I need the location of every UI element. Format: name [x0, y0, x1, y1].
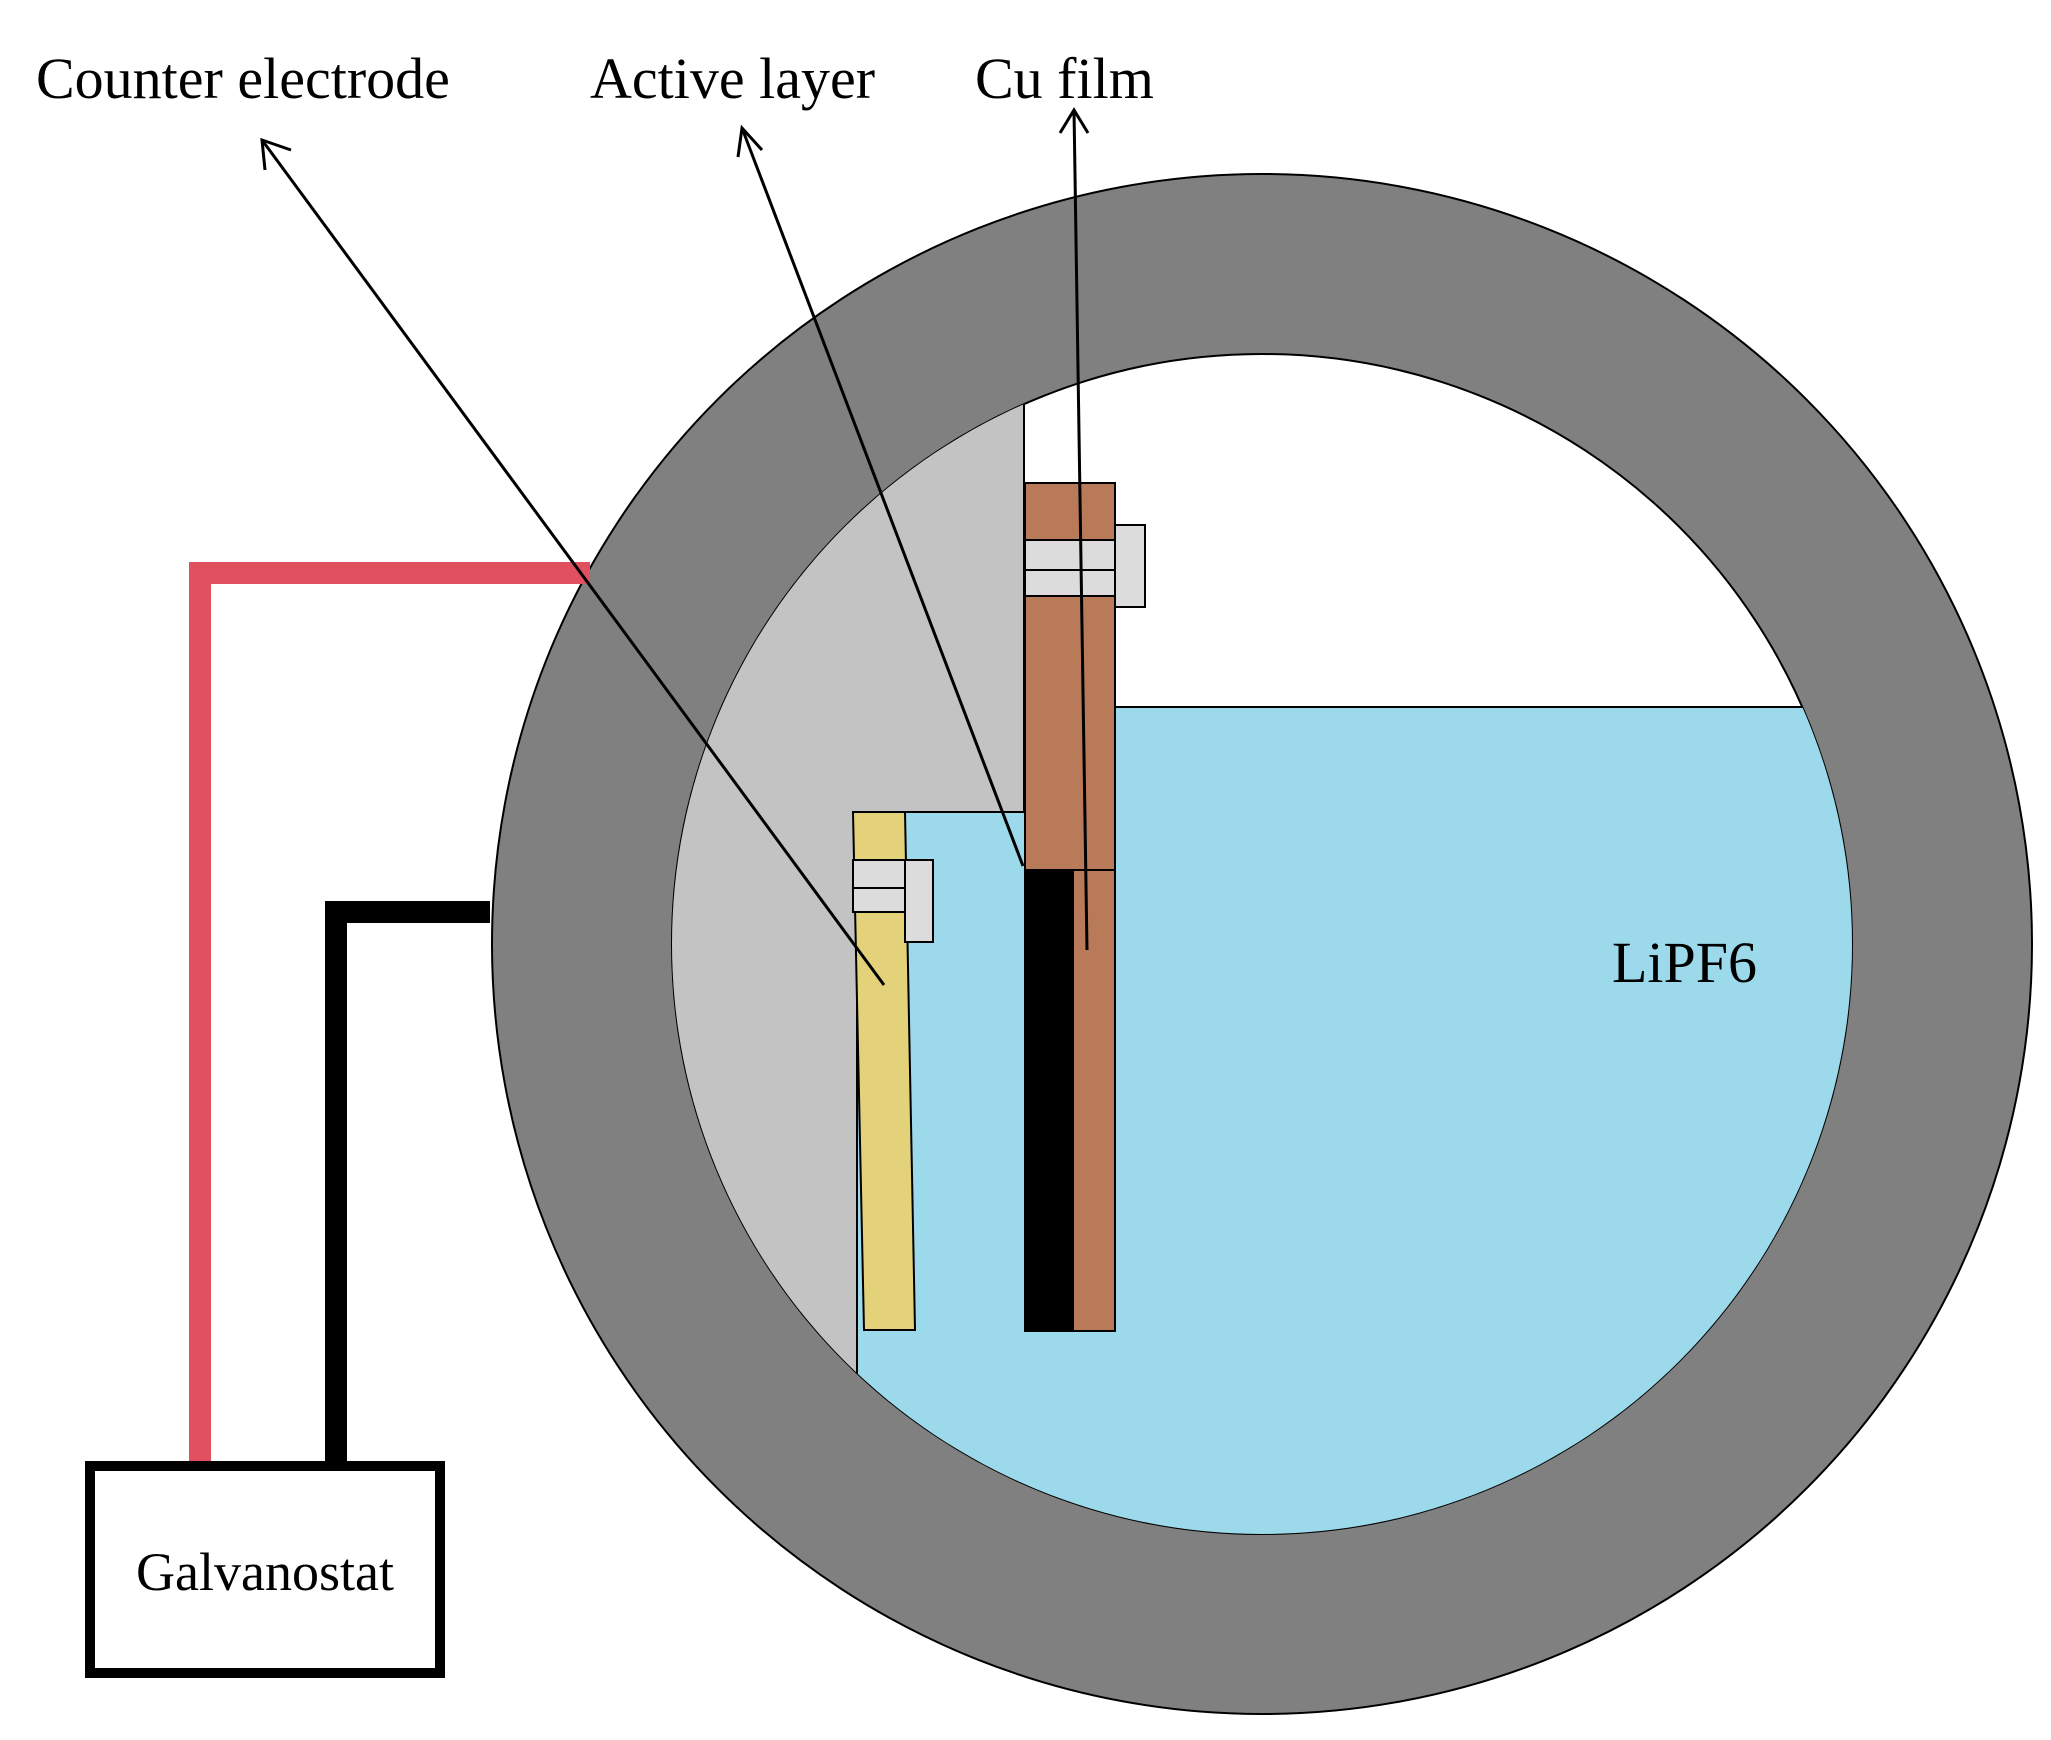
counter-electrode-label: Counter electrode	[36, 46, 450, 111]
counter-electrode	[851, 811, 917, 1331]
active-layer-arrow	[740, 127, 1025, 867]
negative-wire	[325, 901, 490, 1462]
electrolyte-label: LiPF6	[1612, 930, 1757, 995]
counter-electrode-arrow	[260, 139, 886, 986]
galvanostat-label: Galvanostat	[136, 1542, 394, 1602]
cu-film-clip-lower	[1024, 569, 1118, 597]
active-layer	[1024, 869, 1074, 1332]
cu-film-clip	[1024, 539, 1118, 571]
cu-film-arrow	[1072, 109, 1089, 951]
cu-film-label: Cu film	[975, 46, 1154, 111]
active-layer-arrowhead	[736, 124, 764, 158]
positive-wire	[189, 562, 590, 1462]
cu-film-arrowhead	[1058, 107, 1090, 134]
counter-electrode-arrowhead	[260, 137, 292, 171]
cu-film-clip-tab	[1114, 524, 1146, 608]
counter-electrode-clip-tab	[904, 859, 934, 943]
galvanostat-box	[85, 1461, 445, 1678]
callout-arrows	[260, 107, 1090, 986]
active-layer-label: Active layer	[590, 46, 875, 111]
